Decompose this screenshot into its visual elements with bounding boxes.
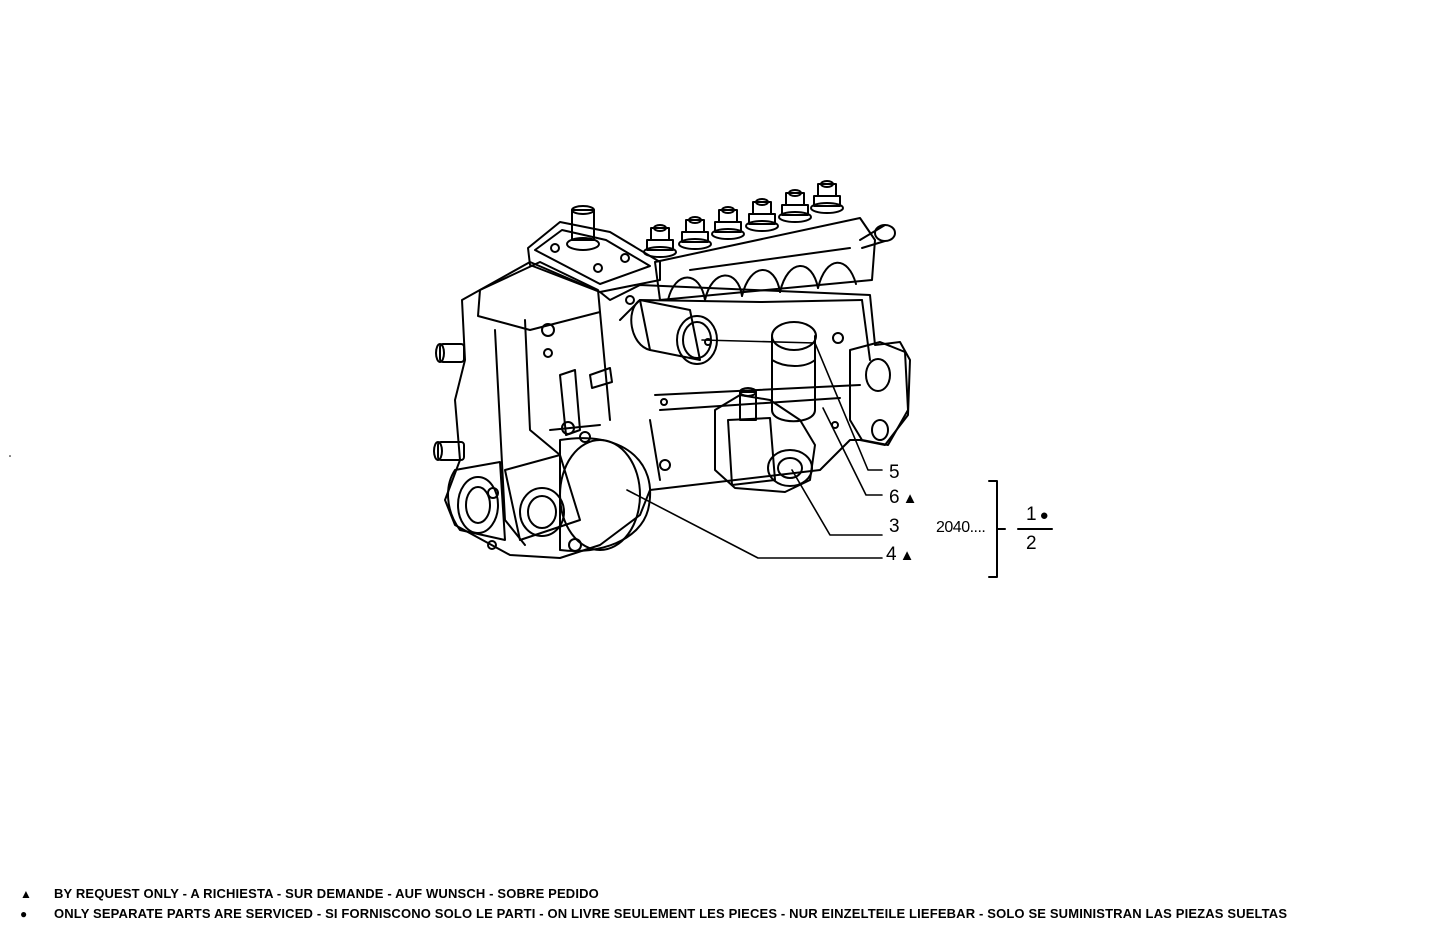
callout-number: 5: [889, 462, 900, 483]
stop-solenoid: [630, 299, 718, 365]
triangle-icon: ▲: [20, 887, 33, 901]
callout-number: 4: [886, 544, 897, 565]
legend-by-request: ▲ BY REQUEST ONLY - A RICHIESTA - SUR DEM…: [20, 886, 599, 901]
reference-code: 2040....: [936, 519, 986, 536]
callout-number: 6: [889, 487, 900, 508]
delivery-valve-holders: [643, 180, 844, 258]
feed-pump: [714, 387, 816, 493]
callout-number: 2: [1026, 533, 1037, 554]
callout-2: 2: [1026, 534, 1037, 553]
dot-icon: ●: [20, 907, 28, 921]
legend-text: ONLY SEPARATE PARTS ARE SERVICED - SI FO…: [54, 906, 1288, 921]
callout-3: 3: [889, 517, 900, 536]
callout-5: 5: [889, 463, 900, 482]
mounting-bracket: [849, 341, 909, 446]
triangle-icon: ▲: [899, 547, 915, 564]
callout-6: 6▲: [889, 488, 917, 508]
governor-cover: [527, 205, 661, 293]
control-lever: [549, 367, 613, 443]
callout-number: 3: [889, 516, 900, 537]
callout-1: 1●: [1026, 505, 1049, 525]
legend-text: BY REQUEST ONLY - A RICHIESTA - SUR DEMA…: [54, 886, 599, 901]
bolts: [625, 295, 844, 429]
timing-device: [487, 437, 671, 552]
dot-icon: ●: [1039, 507, 1049, 524]
callout-4: 4▲: [886, 545, 914, 565]
pump-head: [654, 217, 896, 301]
legend-separate-parts: ● ONLY SEPARATE PARTS ARE SERVICED - SI F…: [20, 906, 1287, 921]
triangle-icon: ▲: [902, 490, 918, 507]
callout-number: 1: [1026, 504, 1037, 525]
drive-end: [433, 323, 555, 541]
fuel-filter: [771, 321, 817, 423]
assembly-bracket: [988, 480, 1053, 578]
leader-lines: [626, 339, 883, 559]
